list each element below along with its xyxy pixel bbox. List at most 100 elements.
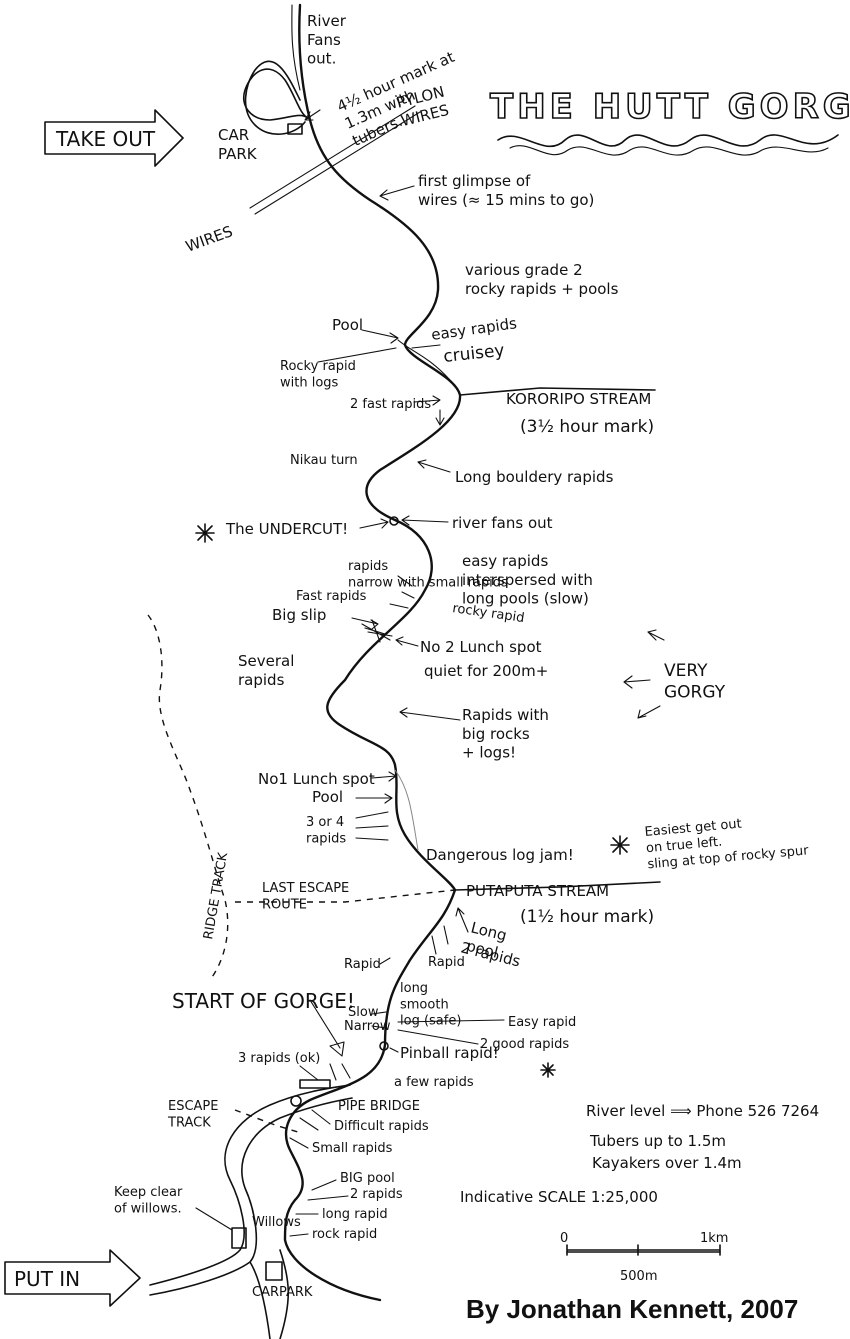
kayakers-info: Kayakers over 1.4m <box>592 1154 742 1172</box>
pipe-bridge-label: PIPE BRIDGE <box>338 1099 420 1114</box>
big-pool-label: BIG pool <box>340 1171 395 1186</box>
scale-bar <box>566 1244 721 1256</box>
car-icon <box>265 1261 283 1281</box>
tubers-info: Tubers up to 1.5m <box>589 1132 726 1150</box>
escape-track-path <box>234 1109 299 1133</box>
difficult-rapids-label: Difficult rapids <box>334 1119 429 1134</box>
putaputa-hour-mark: (1½ hour mark) <box>520 907 654 927</box>
two-rapids-low-label: 2 rapids <box>350 1187 403 1202</box>
willows-label: Willows <box>252 1215 301 1230</box>
long-bouldery-label: Long bouldery rapids <box>455 468 614 486</box>
river-level-info: River level ⟹ Phone 526 7264 <box>586 1102 819 1120</box>
asterisk-icon <box>195 523 215 543</box>
wires-label: WIRES <box>183 222 235 256</box>
scale-zero: 0 <box>560 1231 568 1246</box>
take-out-sign: TAKE OUT <box>55 127 156 151</box>
scale-end: 1km <box>700 1231 728 1246</box>
slow-label: Slow <box>348 1005 379 1020</box>
kororipo-stream-label: KORORIPO STREAM <box>506 390 651 408</box>
last-escape-route-path <box>235 889 456 903</box>
pinball-rapid-label: Pinball rapid! <box>400 1044 499 1062</box>
scale-label: Indicative SCALE 1:25,000 <box>460 1188 658 1206</box>
ridge-track-path <box>147 614 229 981</box>
big-slip-label: Big slip <box>272 606 326 624</box>
easy-rapid-label: Easy rapid <box>508 1015 576 1030</box>
putaputa-stream-label: PUTAPUTA STREAM <box>466 882 609 900</box>
carpark-bottom-label: CARPARK <box>252 1285 313 1300</box>
long-rapid-label: long rapid <box>322 1207 388 1222</box>
sign-arrow-icon <box>44 109 184 167</box>
undercut-label: The UNDERCUT! <box>225 520 348 538</box>
kororipo-hour-mark: (3½ hour mark) <box>520 417 654 437</box>
bottom-road-inner <box>149 1097 353 1296</box>
river-fans-out-mid-label: river fans out <box>452 514 553 532</box>
map-title: THE HUTT GORGE <box>490 87 850 127</box>
put-in-sign: PUT IN <box>14 1267 80 1291</box>
easiest-get-out-note: Easiest get outon true left.sling at top… <box>644 811 810 872</box>
start-of-gorge-label: START OF GORGE! <box>172 989 355 1013</box>
cruisey-label: cruisey <box>442 341 505 367</box>
car-park-top-road <box>243 68 309 121</box>
rapid-label-b: Rapid <box>428 955 465 970</box>
two-fast-rapids-label: 2 fast rapids <box>350 397 431 412</box>
no1-lunch-spot-label: No1 Lunch spot <box>258 770 375 788</box>
bottom-carpark-road <box>249 1249 290 1339</box>
arrow-icon <box>195 109 665 1237</box>
quiet-note: quiet for 200m+ <box>424 662 548 680</box>
undercut-marker <box>389 516 399 526</box>
river-side-channel <box>397 339 451 381</box>
kororipo-stream-line <box>459 387 656 396</box>
pool-mid-label: Pool <box>312 788 343 806</box>
scale-mid: 500m <box>620 1269 657 1284</box>
three-rapids-ok-label: 3 rapids (ok) <box>238 1051 320 1066</box>
pipe-bridge-marker <box>290 1095 302 1107</box>
car-park-top-road-outer <box>244 60 306 135</box>
author-credit: By Jonathan Kennett, 2007 <box>466 1294 798 1324</box>
pipe-bridge-structure <box>299 1079 331 1089</box>
putaputa-stream-line <box>454 881 661 891</box>
title-wave-decoration-inner <box>509 145 829 156</box>
power-wires-line-1 <box>249 105 416 209</box>
no2-lunch-spot-label: No 2 Lunch spot <box>420 638 542 656</box>
pool-top-label: Pool <box>332 316 363 334</box>
bridge-structure <box>231 1227 247 1249</box>
two-good-rapids-label: 2 good rapids <box>480 1037 569 1052</box>
a-few-rapids-label: a few rapids <box>394 1075 474 1090</box>
big-slip-hatching <box>361 619 393 643</box>
fast-rapids-label: Fast rapids <box>296 589 367 604</box>
dangerous-log-jam-label: Dangerous log jam! <box>426 846 574 864</box>
sign-arrow-icon <box>4 1249 141 1307</box>
narrow-label: Narrow <box>344 1019 391 1034</box>
rock-rapid-label: rock rapid <box>312 1227 377 1242</box>
ridge-track-label: RIDGE TRACK <box>201 851 231 941</box>
river-bank-top <box>291 4 301 91</box>
easy-rapids-top-label: easy rapids <box>430 314 518 344</box>
asterisk-icon <box>540 1062 556 1078</box>
car-icon <box>287 123 303 135</box>
small-rapids-label: Small rapids <box>312 1141 393 1156</box>
rapid-label-a: Rapid <box>344 957 381 972</box>
pinball-rapid-marker <box>379 1041 389 1051</box>
nikau-turn-label: Nikau turn <box>290 453 358 468</box>
asterisk-icon <box>610 835 630 855</box>
power-wires-line-2 <box>254 111 421 215</box>
hutt-river <box>283 3 462 1302</box>
title-wave-decoration <box>497 134 839 148</box>
river-grey-bank <box>394 769 419 851</box>
